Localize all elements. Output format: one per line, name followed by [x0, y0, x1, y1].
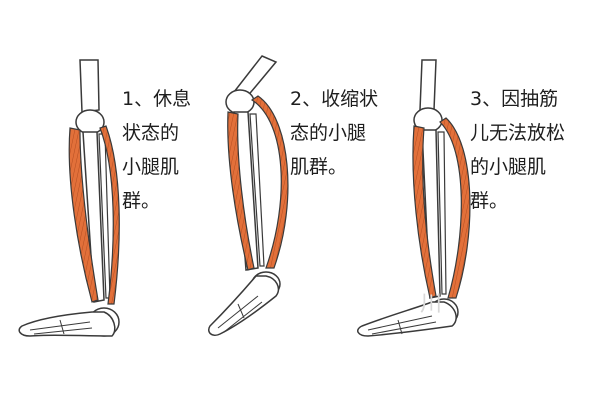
fibula-bone [437, 131, 447, 295]
label-line: 儿无法放松 [470, 122, 566, 144]
foot-bones [357, 301, 457, 337]
leg-resting [18, 59, 120, 337]
label-line: 群。 [122, 190, 161, 212]
calf-muscle-back [439, 117, 471, 299]
femur-bone [419, 59, 437, 111]
label-line: 1、休息 [122, 88, 192, 110]
label-cramp: 3、因抽筋 儿无法放松 的小腿肌 群。 [470, 82, 565, 218]
label-line: 肌群。 [290, 156, 348, 178]
label-line: 状态的 [122, 122, 180, 144]
label-line: 群。 [470, 190, 509, 212]
label-line: 2、收缩状 [290, 88, 379, 110]
fibula-bone [249, 113, 265, 267]
label-line: 小腿肌 [122, 156, 180, 178]
calf-muscle-back [250, 95, 289, 269]
leg-contracted [208, 55, 289, 337]
calf-muscle-front [68, 127, 99, 303]
label-line: 的小腿肌 [470, 156, 547, 178]
leg-cramp [357, 59, 471, 337]
watermark: 川 [420, 292, 446, 317]
tibia-bone [82, 131, 105, 303]
foot-bones [208, 275, 280, 337]
foot-bones [18, 311, 116, 337]
label-line: 态的小腿 [290, 122, 367, 144]
femur-bone [79, 59, 100, 113]
label-line: 3、因抽筋 [470, 88, 559, 110]
calf-muscle-back [99, 125, 120, 305]
knee-joint [225, 89, 255, 115]
calf-muscle-front [412, 125, 437, 299]
label-resting: 1、休息 状态的 小腿肌 群。 [122, 82, 191, 218]
calf-muscle-front [227, 111, 255, 271]
label-contracted: 2、收缩状 态的小腿 肌群。 [290, 82, 378, 184]
